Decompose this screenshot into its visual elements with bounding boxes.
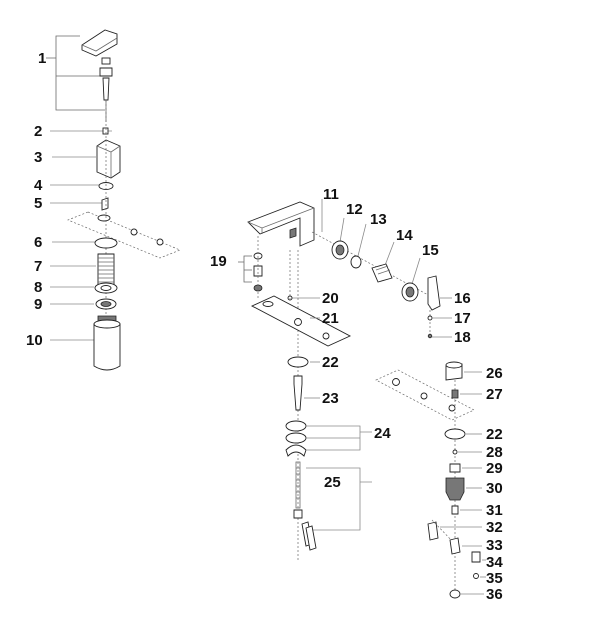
callout-35: 35: [486, 570, 503, 587]
callout-29: 29: [486, 460, 503, 477]
callout-33: 33: [486, 537, 503, 554]
callout-14: 14: [396, 227, 413, 244]
callout-5: 5: [34, 195, 42, 212]
callout-27: 27: [486, 386, 503, 403]
callout-11: 11: [323, 186, 339, 203]
callout-22b: 22: [486, 426, 503, 443]
callout-28: 28: [486, 444, 503, 461]
callout-7: 7: [34, 258, 42, 275]
callout-25: 25: [324, 474, 341, 491]
callout-19: 19: [210, 253, 227, 270]
callout-23: 23: [322, 390, 339, 407]
callout-12: 12: [346, 201, 363, 218]
callout-4: 4: [34, 177, 43, 194]
callout-24: 24: [374, 425, 391, 442]
callout-17: 17: [454, 310, 471, 327]
left-assembly: [46, 29, 181, 371]
callout-30: 30: [486, 480, 503, 497]
callout-32: 32: [486, 519, 503, 536]
callout-15: 15: [422, 242, 439, 259]
pump-nut: [101, 57, 111, 65]
callout-18: 18: [454, 329, 471, 346]
callout-labels: 1234567891011121314151617181920212223242…: [26, 50, 503, 603]
center-assembly: [238, 199, 452, 560]
callout-13: 13: [370, 211, 387, 228]
callout-34: 34: [486, 554, 503, 571]
callout-9: 9: [34, 296, 42, 313]
callout-26: 26: [486, 365, 503, 382]
callout-20: 20: [322, 290, 339, 307]
callout-16: 16: [454, 290, 471, 307]
callout-31: 31: [486, 502, 503, 519]
callout-3: 3: [34, 149, 42, 166]
callout-10: 10: [26, 332, 43, 349]
callout-1: 1: [38, 50, 46, 67]
callout-2: 2: [34, 123, 42, 140]
right-assembly: [375, 361, 486, 600]
callout-22a: 22: [322, 354, 339, 371]
callout-21: 21: [322, 310, 339, 327]
callout-6: 6: [34, 234, 42, 251]
callout-8: 8: [34, 279, 42, 296]
callout-36: 36: [486, 586, 503, 603]
